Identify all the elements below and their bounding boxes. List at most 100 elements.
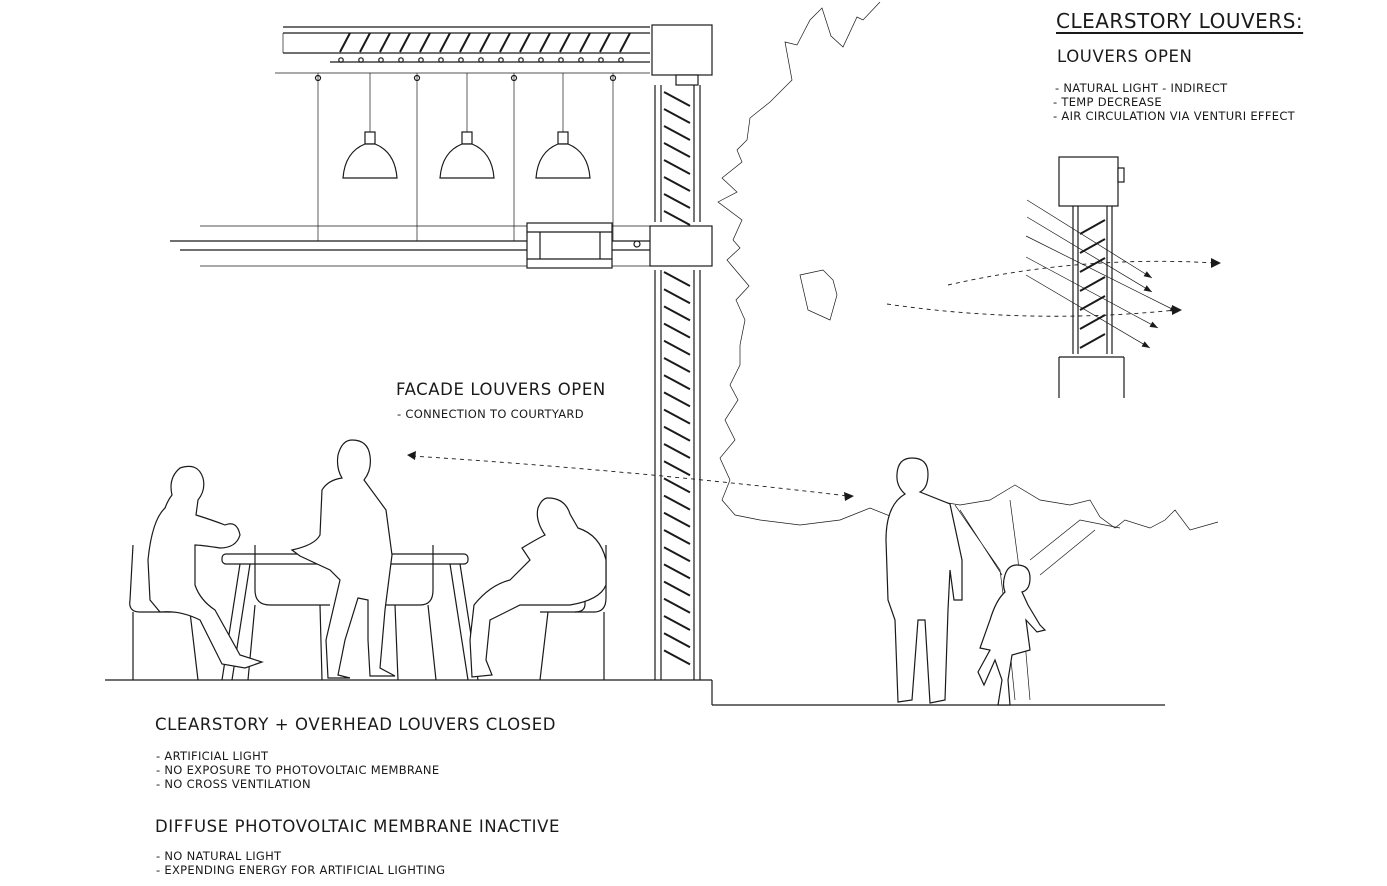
roof-louver-blade [579, 32, 591, 53]
facade-louver-blade [663, 391, 691, 408]
clearstory-note: - TEMP DECREASE [1053, 95, 1162, 109]
facade-louver-blade [663, 580, 691, 597]
louver-pivot [398, 57, 404, 63]
louver-pivot [378, 57, 384, 63]
roof-louver-blade [599, 32, 611, 53]
ground-line [105, 679, 1165, 706]
louver-pivot [438, 57, 444, 63]
overhead-note: - NO CROSS VENTILATION [156, 777, 311, 791]
facade-wall [654, 85, 701, 680]
facade-louver-blade [663, 443, 691, 459]
seated-person-left [147, 465, 264, 669]
facade-louver-blade [663, 125, 691, 141]
detail-louver-blade [1079, 276, 1106, 292]
sightline-arrow [407, 451, 854, 501]
roof-louver-blade [499, 32, 511, 53]
facade-louver-blade [663, 649, 691, 666]
hanger-fitting [510, 74, 518, 82]
facade-louver-blade [663, 546, 691, 563]
overhead-note: - NO EXPOSURE TO PHOTOVOLTAIC MEMBRANE [156, 763, 440, 777]
louver-pivot [618, 57, 624, 63]
sun-ray [1026, 216, 1153, 293]
roof-louver-blade [439, 32, 451, 53]
facade-louver-blade [663, 91, 691, 107]
clearstory-note: - NATURAL LIGHT - INDIRECT [1055, 81, 1228, 95]
pendant-lamp [342, 73, 398, 179]
facade-louver-blade [663, 529, 691, 545]
detail-louver-blade [1079, 219, 1106, 235]
roof-structure [275, 24, 713, 86]
pendant-lamp [439, 73, 495, 179]
facade-louver-blade [663, 305, 691, 322]
facade-louver-blade [663, 339, 691, 356]
roof-louver-blade [379, 32, 391, 53]
facade-louver-blade [663, 408, 691, 425]
detail-louver-blade [1079, 238, 1106, 254]
facade-louver-blade [663, 477, 691, 494]
sun-ray [1026, 199, 1153, 279]
louver-pivot [338, 57, 344, 63]
roof-louver-blade [399, 32, 411, 53]
roof-louver-blade [419, 32, 431, 53]
roof-louver-blade [619, 32, 631, 53]
hanger-fitting [413, 74, 421, 82]
louver-pivot [478, 57, 484, 63]
membrane-title: DIFFUSE PHOTOVOLTAIC MEMBRANE INACTIVE [155, 817, 561, 836]
roof-louvers [338, 32, 631, 63]
facade-louver-blade [663, 210, 691, 226]
membrane-note: - NO NATURAL LIGHT [156, 849, 282, 863]
tree-canopy [717, 1, 1219, 531]
facade-louver-blade [663, 142, 691, 158]
roof-louver-blade [559, 32, 571, 53]
roof-louver-blade [539, 32, 551, 53]
overhead-note: - ARTIFICIAL LIGHT [156, 749, 269, 763]
sun-ray [1025, 256, 1159, 329]
sun-ray-arrowhead [1143, 271, 1152, 278]
louver-pivot [538, 57, 544, 63]
facade-louver-blade [663, 494, 691, 511]
louver-pivot [418, 57, 424, 63]
chair [247, 545, 330, 681]
facade-louver-blade [663, 288, 691, 305]
louver-pivot [358, 57, 364, 63]
roof-louver-blade [459, 32, 471, 53]
clearstory-subtitle: LOUVERS OPEN [1057, 47, 1193, 66]
facade-louver-blade [663, 597, 691, 614]
facade-louver-blade [663, 511, 691, 528]
running-child [977, 564, 1047, 706]
membrane-note: - EXPENDING ENERGY FOR ARTIFICIAL LIGHTI… [156, 863, 446, 877]
floor-beam [170, 222, 713, 269]
detail-louver-blade [1079, 295, 1106, 311]
seated-person-right [469, 497, 607, 678]
roof-louver-blade [339, 32, 351, 53]
pendant-lamp [535, 73, 591, 179]
sun-ray-arrowhead [1141, 341, 1150, 348]
facade-louvers [663, 91, 691, 666]
detail-louver-blade [1079, 333, 1106, 349]
clearstory-detail [1058, 156, 1125, 398]
facade-louver-blade [663, 425, 691, 442]
sun-ray [1025, 274, 1151, 349]
louver-pivot [558, 57, 564, 63]
roof-louver-blade [359, 32, 371, 53]
detail-louver-blade [1079, 257, 1106, 273]
ceiling-hangers [314, 73, 617, 241]
facade-louver-blade [663, 460, 691, 477]
facade-louver-blade [663, 632, 691, 649]
facade-note: - CONNECTION TO COURTYARD [397, 407, 584, 421]
facade-louver-blade [663, 159, 691, 175]
facade-louver-blade [663, 357, 691, 373]
sun-ray-arrows [1025, 199, 1179, 349]
sun-ray-arrowhead [1143, 285, 1152, 292]
clearstory-note: - AIR CIRCULATION VIA VENTURI EFFECT [1053, 109, 1295, 123]
detail-louvers [1079, 219, 1106, 349]
facade-louver-blade [663, 322, 691, 339]
sun-ray-arrowhead [1149, 321, 1158, 328]
facade-louver-blade [663, 374, 691, 391]
facade-louver-blade [663, 615, 691, 631]
hanger-fitting [314, 74, 322, 82]
roof-louver-blade [479, 32, 491, 53]
facade-louver-blade [663, 193, 691, 209]
chair [385, 545, 437, 681]
